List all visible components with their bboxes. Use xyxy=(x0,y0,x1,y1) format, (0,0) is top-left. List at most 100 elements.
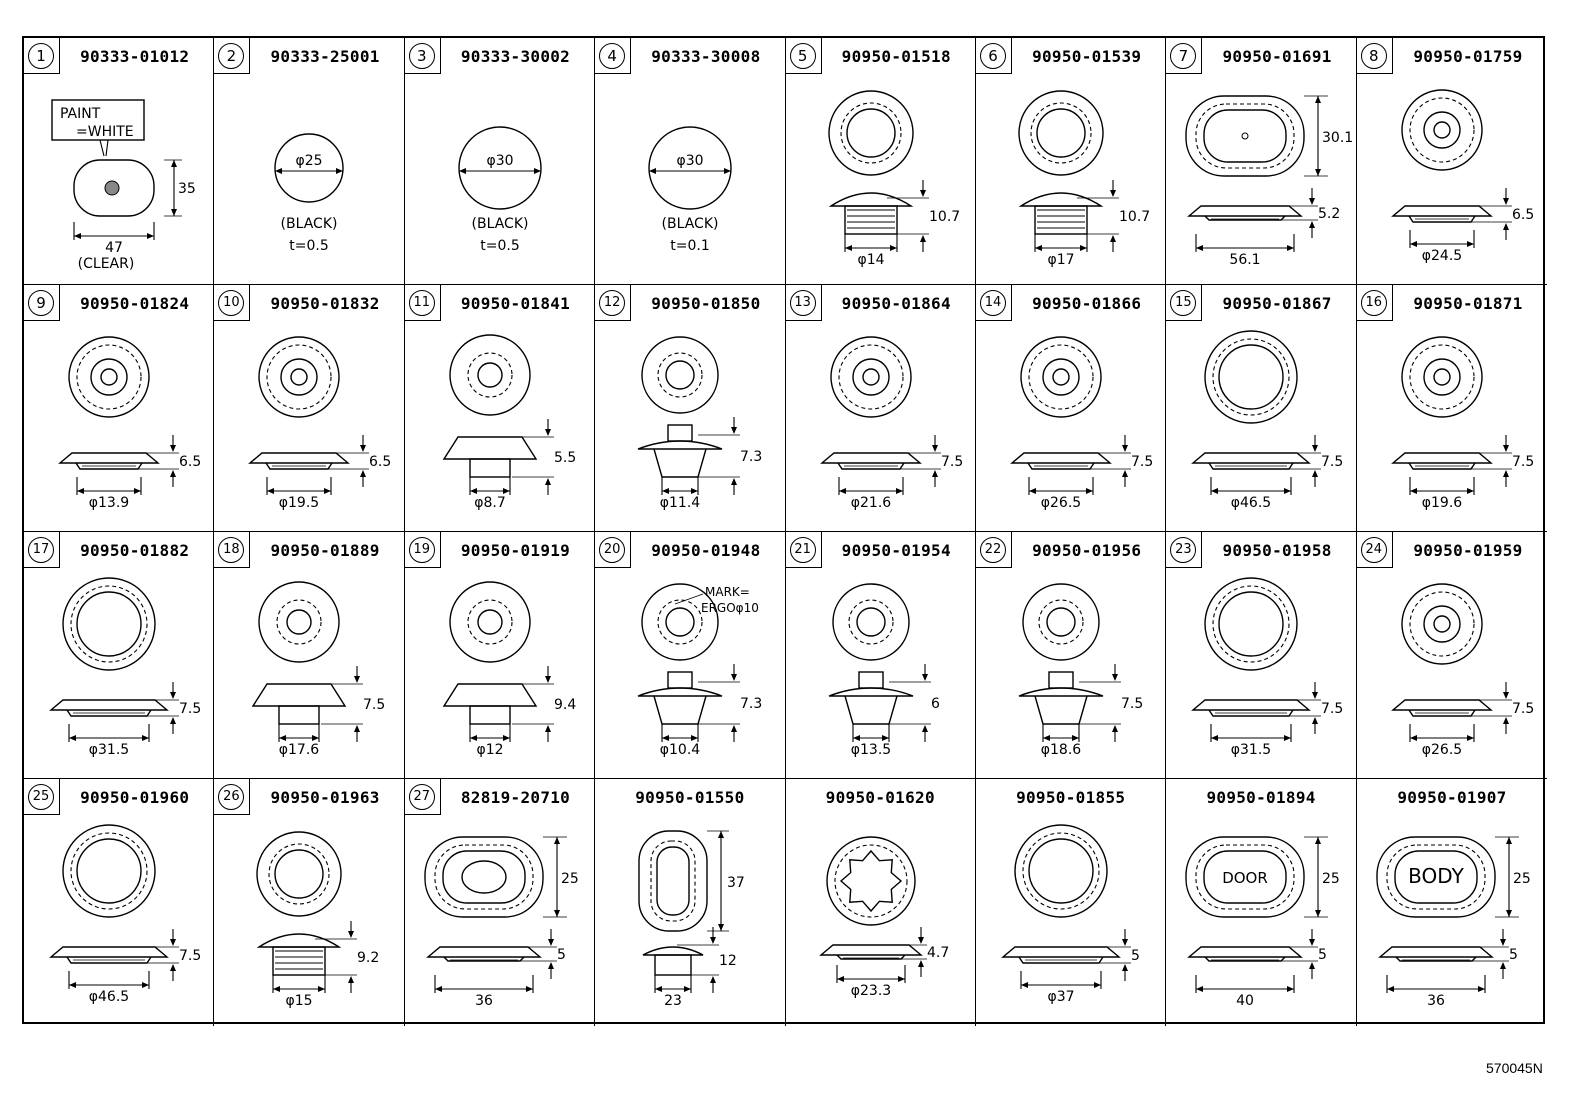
ring xyxy=(641,583,719,661)
arrow-icon xyxy=(881,735,889,741)
dimension-label: φ19.6 xyxy=(1422,495,1463,511)
arrow-icon xyxy=(1196,245,1204,251)
dashed-ring xyxy=(76,344,142,410)
dashed-ring xyxy=(1409,97,1475,163)
arrow-icon xyxy=(1502,198,1509,205)
arrow-icon xyxy=(1315,910,1322,917)
arrow-icon xyxy=(921,725,928,732)
arrow-icon xyxy=(1196,986,1204,992)
dashed-ring xyxy=(1022,832,1100,910)
index-box: 3 xyxy=(404,38,441,74)
oval-inner xyxy=(442,850,526,904)
ring xyxy=(76,591,142,657)
ring xyxy=(258,336,341,418)
ring xyxy=(286,609,313,635)
dimension-label: 6 xyxy=(931,696,940,712)
dimension-label: φ21.6 xyxy=(850,495,891,511)
part-number: 82819-20710 xyxy=(460,788,571,807)
dashed-ring xyxy=(1409,591,1475,657)
arrow-icon xyxy=(838,488,846,494)
part-number: 90950-01894 xyxy=(1206,788,1316,807)
part-number: 90950-01889 xyxy=(270,541,380,560)
oval-ring xyxy=(1195,844,1295,910)
dashed-ring xyxy=(657,599,703,645)
ring xyxy=(1036,108,1086,158)
arrow-icon xyxy=(1477,986,1485,992)
index-number: 5 xyxy=(789,43,816,69)
ring xyxy=(1218,344,1285,410)
dashed-ring xyxy=(1028,344,1094,410)
flange xyxy=(1390,452,1493,464)
arrow-icon xyxy=(917,937,924,944)
arrow-icon xyxy=(170,470,176,477)
arrow-icon xyxy=(1466,735,1474,741)
flange xyxy=(637,440,723,450)
index-box: 2 xyxy=(214,38,251,74)
index-box: 13 xyxy=(785,285,822,321)
peg-body xyxy=(653,695,707,725)
cap-stem xyxy=(843,205,898,235)
arrow-icon xyxy=(544,676,551,683)
cap-stem xyxy=(272,946,327,976)
arrow-icon xyxy=(318,986,326,992)
paint-note: PAINT xyxy=(60,106,101,122)
body-section xyxy=(1408,215,1476,223)
color-label: (BLACK) xyxy=(662,216,719,232)
part-number: 90950-01948 xyxy=(651,541,761,560)
cap-dome xyxy=(1018,192,1104,207)
thickness-label: t=0.1 xyxy=(670,238,709,254)
index-box: 4 xyxy=(595,38,632,74)
ring xyxy=(1052,368,1070,386)
index-box: 19 xyxy=(404,532,441,568)
dashed-ring xyxy=(657,352,703,398)
arrow-icon xyxy=(1211,735,1219,741)
body-section xyxy=(75,462,143,470)
arrow-icon xyxy=(279,735,287,741)
ring xyxy=(449,334,531,416)
arrow-icon xyxy=(919,235,926,242)
oval-inner xyxy=(1203,109,1288,163)
dashed-ring xyxy=(276,599,322,645)
index-number: 14 xyxy=(980,290,1006,316)
arrow-icon xyxy=(547,962,554,969)
ring xyxy=(825,836,916,926)
part-number: 90950-01864 xyxy=(841,294,951,313)
index-box: 23 xyxy=(1166,532,1203,568)
dimension-label: φ11.4 xyxy=(660,495,701,511)
index-number: 3 xyxy=(408,43,435,69)
index-number: 26 xyxy=(218,784,245,810)
stem xyxy=(654,954,692,976)
dimension-label: 36 xyxy=(475,993,493,1009)
ring xyxy=(1433,615,1451,633)
arrow-icon xyxy=(1035,245,1042,251)
height-label: 25 xyxy=(561,871,579,887)
body-section xyxy=(1208,462,1294,470)
body-section xyxy=(1408,709,1476,717)
height-label: 25 xyxy=(1513,871,1531,887)
arrow-icon xyxy=(1211,488,1219,494)
index-number: 27 xyxy=(408,784,435,810)
body-section xyxy=(836,954,906,960)
arrow-icon xyxy=(710,976,717,983)
arrow-icon xyxy=(275,168,283,174)
gear-teeth xyxy=(839,849,902,913)
part-drawing: 5.5φ8.7 xyxy=(442,334,576,511)
arrow-icon xyxy=(1466,488,1474,494)
peg-top xyxy=(1048,671,1074,689)
arrow-icon xyxy=(1112,725,1118,732)
arrow-icon xyxy=(1072,735,1079,741)
ring xyxy=(851,358,890,396)
part-number: 90950-01620 xyxy=(825,788,935,807)
arrow-icon xyxy=(1284,735,1292,741)
dimension-label: 7.5 xyxy=(1121,696,1143,712)
